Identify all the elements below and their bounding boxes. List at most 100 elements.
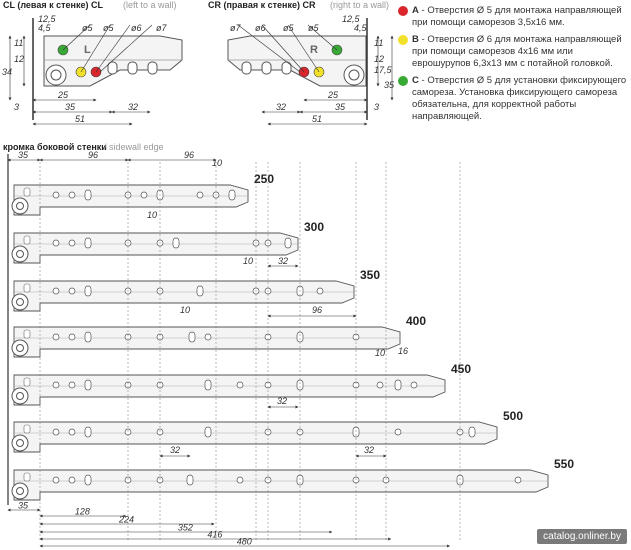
rail-hole: [316, 287, 324, 295]
cr-dim-51: 51: [312, 114, 322, 124]
rail-lengths-diagram: кромка боковой стенки / sidewall edge 35…: [3, 142, 574, 548]
rail-hole: [52, 476, 60, 484]
rail-hole: [196, 191, 204, 199]
cr-slide-letter: R: [310, 44, 318, 56]
rail-dim-32: 32: [170, 445, 180, 455]
cr-dim-11: 11: [374, 38, 383, 48]
top-dim-96b: 96: [184, 150, 194, 160]
rail-length-label: 450: [451, 362, 471, 376]
rail-slot: [204, 379, 212, 391]
cr-dim-phi5a: ø5: [283, 23, 294, 33]
rail-slot: [394, 379, 402, 391]
rail-hole: [204, 333, 212, 341]
rail-slot: [188, 331, 196, 343]
legend-item: C - Отверстия Ø 5 для установки фиксирую…: [398, 75, 630, 123]
legend-dot-icon: [398, 6, 408, 16]
top-dim-10: 10: [212, 158, 222, 168]
rail-hole: [68, 428, 76, 436]
cr-dim-32: 32: [276, 102, 286, 112]
rail-length-label: 500: [503, 409, 523, 423]
rail-length-label: 550: [554, 457, 574, 471]
bottom-dim: 224: [118, 515, 134, 525]
cl-slot: [107, 61, 118, 75]
cl-dim-11: 11: [14, 38, 23, 48]
cr-dim-35v: 35: [384, 80, 395, 90]
legend-letter: A: [412, 5, 419, 16]
rail-slot: [204, 426, 212, 438]
bottom-dim: 352: [178, 523, 193, 533]
rail-dim-32: 32: [278, 256, 288, 266]
cl-dim-4-5: 4,5: [38, 23, 52, 33]
rail-hole: [68, 239, 76, 247]
rail-hole: [514, 476, 522, 484]
rail-dim-10: 10: [180, 305, 190, 315]
rail-body: [13, 469, 549, 501]
cr-dim-35: 35: [335, 102, 346, 112]
rail-slot: [84, 379, 92, 391]
detail-cr: CR (правая к стенке) CR (right to a wall…: [208, 0, 395, 126]
rail-300: 300: [11, 220, 324, 264]
rail-body: [13, 184, 249, 216]
rail-slot: [186, 474, 194, 486]
rail-hole: [52, 239, 60, 247]
sidewall-label: кромка боковой стенки: [3, 142, 107, 152]
rail-250: 250: [11, 172, 274, 216]
cl-title: CL (левая к стенке) CL: [3, 0, 103, 10]
rail-slot: [84, 189, 92, 201]
rail-hole: [52, 287, 60, 295]
rail-slot: [84, 426, 92, 438]
rail-length-label: 250: [254, 172, 274, 186]
legend-dot-icon: [398, 35, 408, 45]
legend: A - Отверстия Ø 5 для монтажа направляющ…: [398, 5, 630, 128]
legend-text: - Отверстия Ø 5 для монтажа направляющей…: [412, 5, 622, 28]
legend-text: - Отверстия Ø 5 для установки фиксирующе…: [412, 75, 627, 122]
rail-500: 500: [11, 409, 523, 453]
rail-dim-32: 32: [364, 445, 374, 455]
rail-hole: [394, 428, 402, 436]
watermark: catalog.onliner.by: [537, 529, 627, 544]
cl-dim-phi7: ø7: [156, 23, 167, 33]
cr-title: CR (правая к стенке) CR: [208, 0, 316, 10]
rail-hole: [140, 191, 148, 199]
rail-length-label: 300: [304, 220, 324, 234]
cl-dim-25: 25: [57, 90, 69, 100]
cr-dim-4-5: 4,5: [354, 23, 368, 33]
rail-dim-10: 10: [375, 348, 385, 358]
rail-slot: [468, 426, 476, 438]
rail-body: [13, 326, 401, 358]
top-dim-96a: 96: [88, 150, 98, 160]
rail-body: [13, 232, 299, 264]
rail-slot: [172, 237, 180, 249]
legend-item: B - Отверстия Ø 6 для монтажа направляющ…: [398, 34, 630, 70]
cr-dim-12-5: 12,5: [342, 14, 361, 24]
cr-rail-body: [227, 35, 367, 87]
rail-hole: [410, 381, 418, 389]
cl-title-en: (left to a wall): [123, 0, 177, 10]
legend-item: A - Отверстия Ø 5 для монтажа направляющ…: [398, 5, 630, 29]
rail-hole: [236, 476, 244, 484]
rail-dim-16: 16: [398, 346, 408, 356]
bottom-dim: 480: [237, 537, 252, 547]
rail-slot: [284, 237, 292, 249]
rail-dim-96: 96: [312, 305, 322, 315]
rail-450: 450: [11, 362, 471, 406]
cl-dim-51: 51: [75, 114, 85, 124]
detail-cl: CL (левая к стенке) CL (left to a wall) …: [2, 0, 183, 126]
rail-slot: [196, 285, 204, 297]
rail-hole: [376, 381, 384, 389]
rail-dim-32: 32: [277, 396, 287, 406]
cr-dim-25: 25: [327, 90, 339, 100]
cr-dim-17-5: 17,5: [374, 65, 393, 75]
rail-slot: [84, 331, 92, 343]
rail-hole: [68, 381, 76, 389]
rail-dim-10: 10: [147, 210, 157, 220]
cr-dim-phi5b: ø5: [308, 23, 319, 33]
cl-dim-phi5b: ø5: [103, 23, 114, 33]
bottom-dim: 416: [207, 530, 222, 540]
rail-slot: [84, 285, 92, 297]
rail-length-label: 400: [406, 314, 426, 328]
cr-dim-3: 3: [374, 102, 379, 112]
rail-550: 550: [11, 457, 574, 501]
rail-400: 400: [11, 314, 426, 358]
